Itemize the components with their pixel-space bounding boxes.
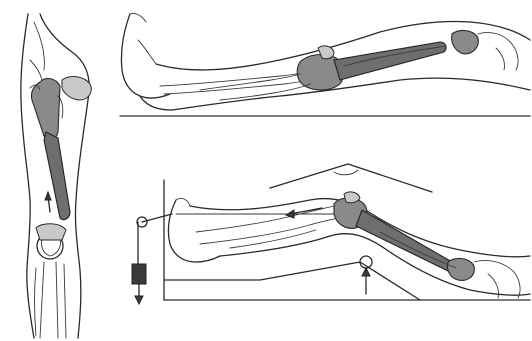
femoral-head-bottom <box>447 259 474 281</box>
femur-shaft-top <box>334 42 446 80</box>
hip-contour <box>30 22 44 80</box>
femur-shaft-upper <box>31 79 60 140</box>
leg-lower-contour-bottom <box>220 234 530 296</box>
toes-top <box>130 13 156 64</box>
tibia <box>40 262 66 338</box>
supine-leg-side-view <box>120 13 530 116</box>
lower-leg-detail <box>35 268 37 336</box>
traction-splint-side-view <box>132 164 530 304</box>
toes-bottom <box>176 198 190 206</box>
weight-arrowhead <box>135 296 143 304</box>
traction-arrowhead-front <box>45 192 51 200</box>
femoral-head-top <box>452 31 479 54</box>
shin-arrow-line <box>290 208 322 214</box>
femur-condyles <box>36 224 66 240</box>
front-view-leg <box>21 14 91 338</box>
leg-lower-contour-top <box>172 78 530 110</box>
femoral-head <box>62 77 91 100</box>
traction-weight <box>132 264 146 284</box>
pelvis-top <box>478 32 518 70</box>
patella-bottom <box>344 192 360 203</box>
support-arrowhead <box>362 268 370 276</box>
tibia-top <box>160 70 316 86</box>
femur-shaft-bottom <box>356 210 456 272</box>
splint-knee-rest <box>334 170 358 175</box>
splint-frame-top <box>270 164 432 192</box>
fibula-top <box>164 78 318 94</box>
splint-ramp <box>164 262 420 300</box>
femur-shaft-lower <box>44 132 70 220</box>
traction-cord <box>138 214 172 264</box>
